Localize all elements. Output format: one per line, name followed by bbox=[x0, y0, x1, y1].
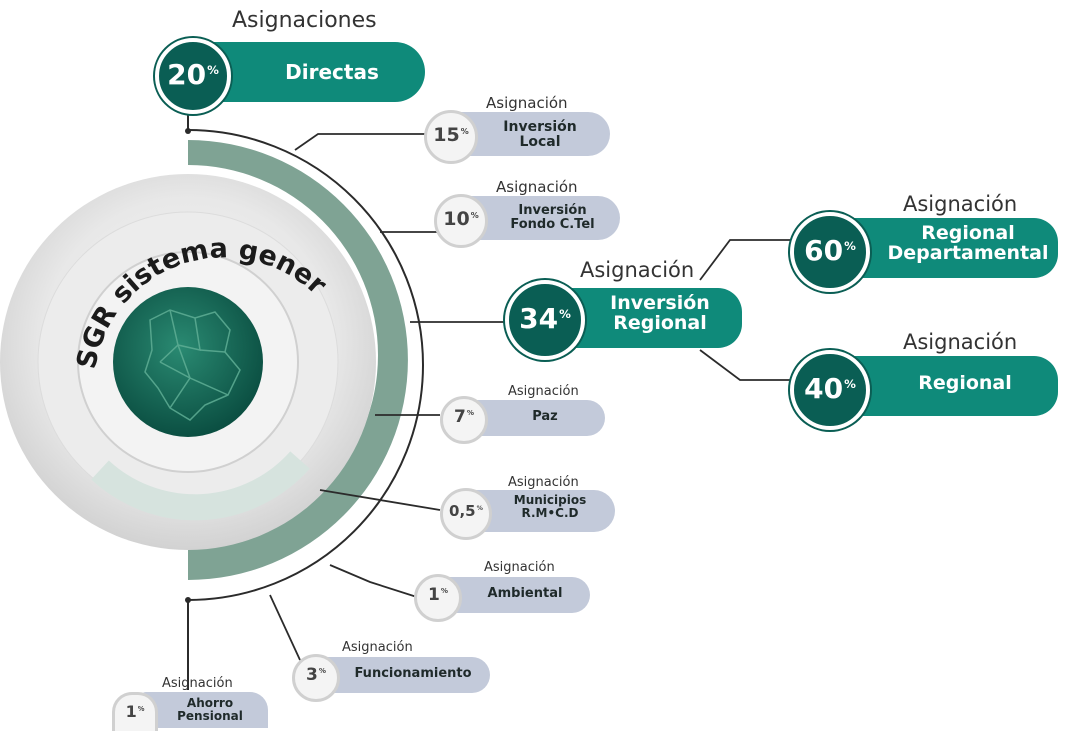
regional-departamental-pill bbox=[840, 218, 1058, 278]
paz-value: 7% bbox=[454, 407, 474, 427]
municipios-caption: Asignación bbox=[508, 475, 579, 490]
ambiental-badge bbox=[414, 574, 462, 622]
ahorro-pensional-pill bbox=[140, 692, 268, 728]
ambiental-caption: Asignación bbox=[484, 560, 555, 575]
paz-caption: Asignación bbox=[508, 384, 579, 399]
inversion-regional-badge bbox=[505, 280, 585, 360]
regional-label: Regional bbox=[918, 372, 1012, 394]
municipios-badge bbox=[440, 488, 492, 540]
sage-arc-band bbox=[188, 140, 408, 580]
ahorro-pensional-badge bbox=[112, 692, 158, 731]
inversion-regional-pill bbox=[555, 288, 742, 348]
funcionamiento-badge bbox=[292, 654, 340, 702]
directas-caption: Asignaciones bbox=[232, 8, 377, 33]
connector-lines bbox=[269, 133, 800, 661]
paz-pill bbox=[470, 400, 605, 436]
fondo-ctel-value: 10% bbox=[443, 208, 479, 230]
regional-departamental-badge bbox=[790, 212, 870, 292]
fondo-ctel-badge bbox=[434, 194, 488, 248]
regional-caption: Asignación bbox=[903, 330, 1018, 354]
regional-value: 40% bbox=[804, 372, 856, 405]
inversion-local-caption: Asignación bbox=[486, 94, 568, 112]
regional-departamental-caption: Asignación bbox=[903, 192, 1018, 216]
colombia-map-icon bbox=[144, 309, 241, 421]
municipios-value: 0,5% bbox=[449, 502, 483, 520]
inversion-local-value: 15% bbox=[433, 124, 469, 146]
fondo-ctel-pill bbox=[465, 196, 620, 240]
municipios-pill bbox=[470, 490, 615, 532]
ahorro-pensional-caption: Asignación bbox=[162, 676, 233, 691]
directas-value: 20% bbox=[167, 58, 219, 91]
map-disc bbox=[113, 287, 263, 437]
funcionamiento-label: Funcionamiento bbox=[354, 666, 472, 681]
ambiental-value: 1% bbox=[428, 585, 448, 605]
inversion-local-badge bbox=[424, 110, 478, 164]
paz-badge bbox=[440, 396, 488, 444]
inversion-local-pill bbox=[455, 112, 610, 156]
regional-pill bbox=[840, 356, 1058, 416]
fondo-ctel-caption: Asignación bbox=[496, 178, 578, 196]
outer-arc-line bbox=[187, 129, 424, 601]
funcionamiento-value: 3% bbox=[306, 665, 326, 685]
inversion-regional-caption: Asignación bbox=[580, 258, 695, 282]
inversion-regional-value: 34% bbox=[519, 302, 571, 335]
funcionamiento-caption: Asignación bbox=[342, 640, 413, 655]
directas-badge bbox=[155, 38, 231, 114]
regional-departamental-value: 60% bbox=[804, 234, 856, 267]
ambiental-label: Ambiental bbox=[487, 586, 563, 601]
directas-label: Directas bbox=[285, 60, 379, 84]
ambiental-pill bbox=[440, 577, 590, 613]
funcionamiento-pill bbox=[318, 657, 490, 693]
ahorro-pensional-value: 1% bbox=[125, 702, 145, 721]
regional-badge bbox=[790, 350, 870, 430]
paz-label: Paz bbox=[532, 409, 558, 424]
